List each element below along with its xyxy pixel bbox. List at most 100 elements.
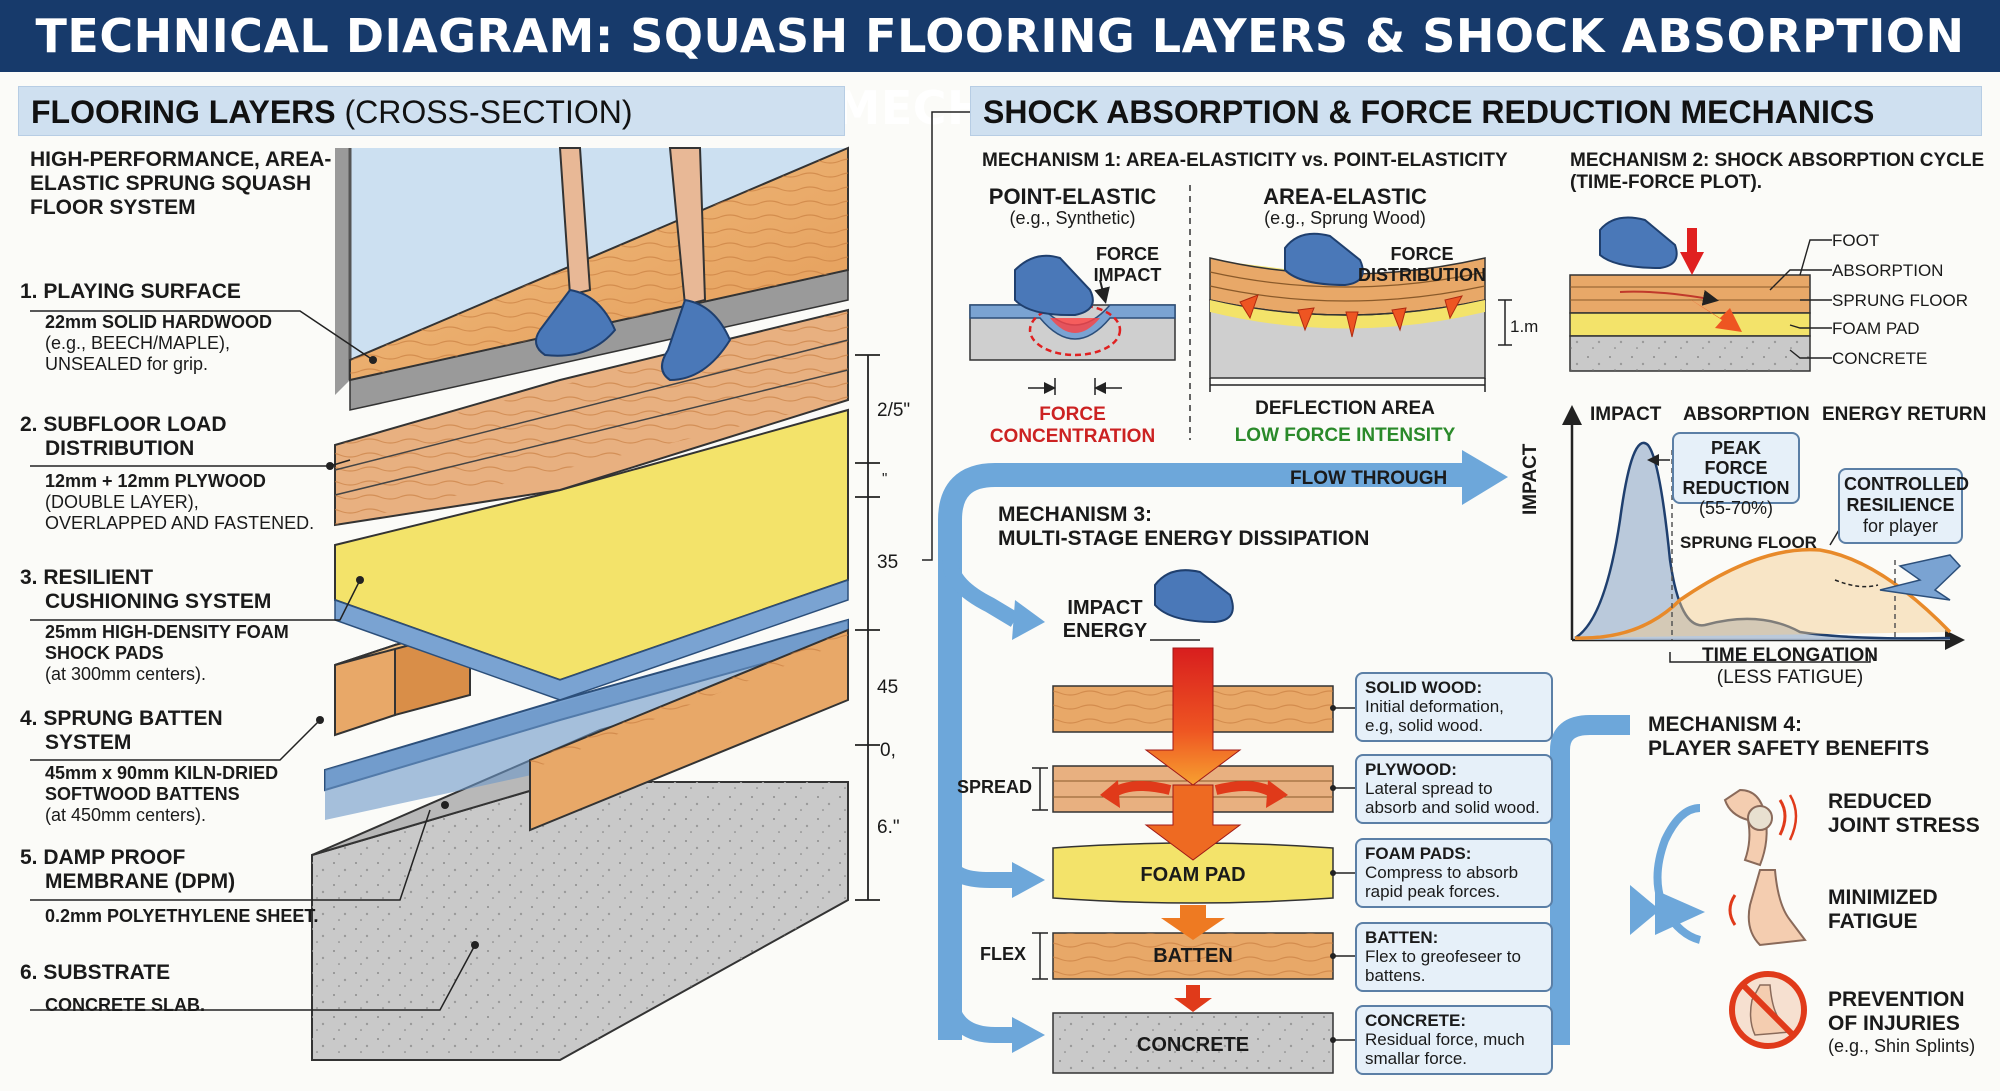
m2-title-line: (TIME-FORCE PLOT). xyxy=(1570,172,1763,193)
m1-deflection-area: DEFLECTION AREA xyxy=(1255,398,1435,419)
m2-plot-header-impact: IMPACT xyxy=(1590,404,1662,425)
shoe-right-icon xyxy=(661,298,732,382)
m2-legend-absorption: ABSORPTION xyxy=(1832,261,1944,280)
m4-benefit-joint: REDUCED JOINT STRESS xyxy=(1828,790,1980,838)
m1-area-sub: (e.g., Sprung Wood) xyxy=(1264,208,1426,228)
layer-title: SYSTEM xyxy=(45,731,132,754)
m3-callout-title: PLYWOOD: xyxy=(1365,760,1457,779)
layer-detail: SOFTWOOD BATTENS xyxy=(45,784,240,804)
m3-impact-line: ENERGY xyxy=(1062,620,1148,642)
left-section-heading: FLOORING LAYERS (CROSS-SECTION) xyxy=(18,86,845,136)
layer-title: 6. SUBSTRATE xyxy=(20,961,171,984)
m1-force-dist-line: FORCE xyxy=(1390,244,1454,264)
m2-legend-foam: FOAM PAD xyxy=(1832,319,1920,338)
m3-flow-through: FLOW THROUGH xyxy=(1290,468,1448,489)
m1-point-sub: (e.g., Synthetic) xyxy=(1009,208,1136,228)
m1-title: MECHANISM 1: AREA-ELASTICITY vs. POINT-E… xyxy=(982,150,1508,171)
layer-title: MEMBRANE (DPM) xyxy=(45,870,236,893)
layer-detail: 12mm + 12mm PLYWOOD xyxy=(45,471,266,491)
flow-through-arrow xyxy=(938,463,1470,1040)
mech1-graphics xyxy=(969,185,1512,440)
m4-benefit-line: OF INJURIES xyxy=(1828,1012,1960,1035)
m4-benefit-line: FATIGUE xyxy=(1828,910,1918,933)
m3-callout-line: battens. xyxy=(1365,966,1426,985)
dim-label: 2/5" xyxy=(877,400,911,421)
m2-y-label: IMPACT xyxy=(1520,443,1541,515)
m4-title: MECHANISM 4: PLAYER SAFETY BENEFITS xyxy=(1648,713,1929,761)
layer-detail: (DOUBLE LAYER), xyxy=(45,492,199,512)
layer-title: 5. DAMP PROOF xyxy=(20,846,186,869)
m3-callout-line: absorb and solid wood. xyxy=(1365,798,1540,817)
m1-force-impact: FORCE IMPACT xyxy=(1090,244,1165,286)
m3-impact-energy: IMPACT ENERGY xyxy=(1050,597,1160,643)
player-leg-right xyxy=(668,147,707,307)
m3-foam-label: FOAM PAD xyxy=(1140,864,1246,886)
layer-4-label: 4. SPRUNG BATTEN SYSTEM 45mm x 90mm KILN… xyxy=(20,707,278,826)
m3-callout-line: smallar force. xyxy=(1365,1049,1468,1068)
m3-callout-concrete: CONCRETE: Residual force, much smallar f… xyxy=(1355,1005,1553,1075)
layer-detail: (e.g., BEECH/MAPLE), xyxy=(45,333,231,353)
m1-force-impact-line: IMPACT xyxy=(1093,265,1162,285)
layer-detail: UNSEALED for grip. xyxy=(45,354,209,374)
shoe-cycle-icon xyxy=(1599,216,1678,270)
m2-peak-line: PEAK FORCE xyxy=(1704,438,1768,478)
m3-spread-label: SPREAD xyxy=(957,777,1033,797)
shoe-point-icon xyxy=(1014,254,1094,317)
batten-1 xyxy=(334,643,396,737)
m1-force-concentration: FORCE CONCENTRATION xyxy=(985,404,1160,448)
layer-6-label: 6. SUBSTRATE CONCRETE SLAB. xyxy=(20,961,205,1016)
m4-title-line: PLAYER SAFETY BENEFITS xyxy=(1648,737,1930,760)
cross-section xyxy=(30,111,975,1061)
layer-detail: 22mm SOLID HARDWOOD xyxy=(45,312,273,332)
system-title: HIGH-PERFORMANCE, AREA- ELASTIC SPRUNG S… xyxy=(30,148,331,220)
dim-label: 45 xyxy=(877,677,899,698)
m1-force-dist-line: DISTRIBUTION xyxy=(1358,265,1486,285)
m2-plot-header-absorption: ABSORPTION xyxy=(1683,404,1810,425)
layer-detail: 45mm x 90mm KILN-DRIED xyxy=(45,763,279,783)
shoe-left-icon xyxy=(535,288,617,357)
layer-title: 3. RESILIENT xyxy=(20,566,154,589)
dim-label: 6." xyxy=(877,817,900,838)
foot-icon xyxy=(1747,869,1807,947)
dimension-ruler xyxy=(855,354,880,901)
m4-benefit-sub: (e.g., Shin Splints) xyxy=(1828,1036,1976,1056)
m3-concrete-label: CONCRETE xyxy=(1136,1034,1250,1056)
m2-title-line: MECHANISM 2: SHOCK ABSORPTION CYCLE xyxy=(1570,150,1985,171)
player-leg-left xyxy=(558,147,592,297)
layer-detail: CONCRETE SLAB. xyxy=(45,995,206,1015)
m3-flex-label: FLEX xyxy=(980,944,1027,964)
m1-force-impact-line: FORCE xyxy=(1096,244,1159,264)
layer-detail: 25mm HIGH-DENSITY FOAM xyxy=(45,622,289,642)
system-title-line: ELASTIC SPRUNG SQUASH xyxy=(30,172,312,195)
m2-plot-header-energy: ENERGY RETURN xyxy=(1822,404,1987,425)
m4-benefit-line: MINIMIZED xyxy=(1828,886,1938,909)
m1-low-force: LOW FORCE INTENSITY xyxy=(1234,425,1456,446)
layer-detail: OVERLAPPED AND FASTENED. xyxy=(45,513,315,533)
mech3-graphics xyxy=(938,450,1630,1074)
m4-benefit-fatigue: MINIMIZED FATIGUE xyxy=(1828,886,1938,934)
title-bar: TECHNICAL DIAGRAM: SQUASH FLOORING LAYER… xyxy=(0,0,2000,135)
m3-callout-foam: FOAM PADS: Compress to absorb rapid peak… xyxy=(1355,838,1553,908)
layer-1-label: 1. PLAYING SURFACE 22mm SOLID HARDWOOD (… xyxy=(20,280,272,375)
dim-label: 35 xyxy=(877,552,899,573)
layer-title: DISTRIBUTION xyxy=(45,437,195,460)
m4-benefit-line: PREVENTION xyxy=(1828,988,1965,1011)
m1-dim: 1.m xyxy=(1510,317,1539,336)
mech2-graphics xyxy=(1562,216,1965,663)
layer-title: CUSHIONING SYSTEM xyxy=(45,590,272,613)
m3-callout-line: Lateral spread to xyxy=(1365,779,1493,798)
layer-detail: (at 300mm centers). xyxy=(45,664,207,684)
m3-callout-line: rapid peak forces. xyxy=(1365,882,1501,901)
m3-batten-label: BATTEN xyxy=(1153,945,1233,967)
m2-legend-foot: FOOT xyxy=(1832,231,1880,250)
right-section-heading: SHOCK ABSORPTION & FORCE REDUCTION MECHA… xyxy=(970,86,1982,136)
layer-3-label: 3. RESILIENT CUSHIONING SYSTEM 25mm HIGH… xyxy=(20,566,289,685)
m3-callout-line: Residual force, much xyxy=(1365,1030,1525,1049)
batten-2 xyxy=(529,628,849,832)
left-heading-bold: FLOORING LAYERS xyxy=(31,94,336,130)
m4-benefit-line: JOINT STRESS xyxy=(1828,814,1980,837)
layer-title: 1. PLAYING SURFACE xyxy=(20,280,241,303)
m2-controlled-callout: CONTROLLED RESILIENCE for player xyxy=(1838,468,1969,544)
m2-peak-line: REDUCTION xyxy=(1682,478,1790,498)
stage-foam-pad xyxy=(1052,842,1334,904)
